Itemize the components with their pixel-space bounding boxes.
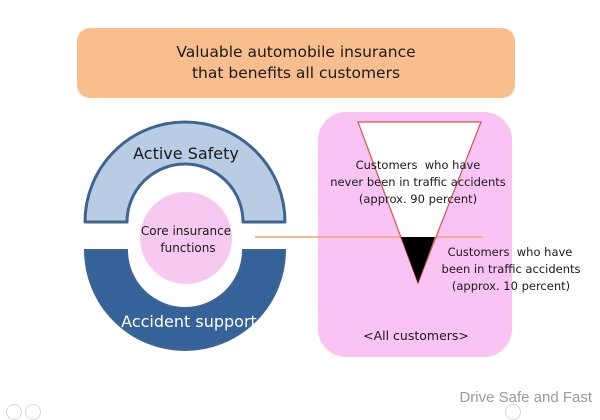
active-safety-arc xyxy=(83,120,287,224)
core-label-line-1: Core insurance xyxy=(141,224,231,238)
decorative-circle xyxy=(505,404,521,420)
core-label-line-2: functions xyxy=(160,241,215,255)
never-accident-line-1: Customers who have xyxy=(356,158,481,172)
all-customers-label: <All customers> xyxy=(363,328,469,343)
had-accident-line-1: Customers who have xyxy=(448,245,573,259)
title-line-1: Valuable automobile insurance xyxy=(176,43,416,61)
decorative-circle xyxy=(6,404,22,420)
active-safety-label: Active Safety xyxy=(133,144,239,163)
core-insurance-circle xyxy=(140,192,232,284)
never-accident-line-3: (approx. 90 percent) xyxy=(359,192,477,206)
accident-support-arc xyxy=(83,249,287,351)
never-accident-line-2: never been in traffic accidents xyxy=(330,175,506,189)
title-banner: Valuable automobile insurance that benef… xyxy=(77,28,515,98)
had-accident-triangle xyxy=(401,237,435,283)
title-line-2: that benefits all customers xyxy=(191,64,401,82)
watermark: Drive Safe and Fast xyxy=(459,389,592,406)
had-accident-line-2: been in traffic accidents xyxy=(442,262,581,276)
had-accident-line-3: (approx. 10 percent) xyxy=(452,279,570,293)
accident-support-label: Accident support xyxy=(121,312,257,331)
never-accident-triangle xyxy=(357,121,482,285)
decorative-circle xyxy=(25,404,41,420)
